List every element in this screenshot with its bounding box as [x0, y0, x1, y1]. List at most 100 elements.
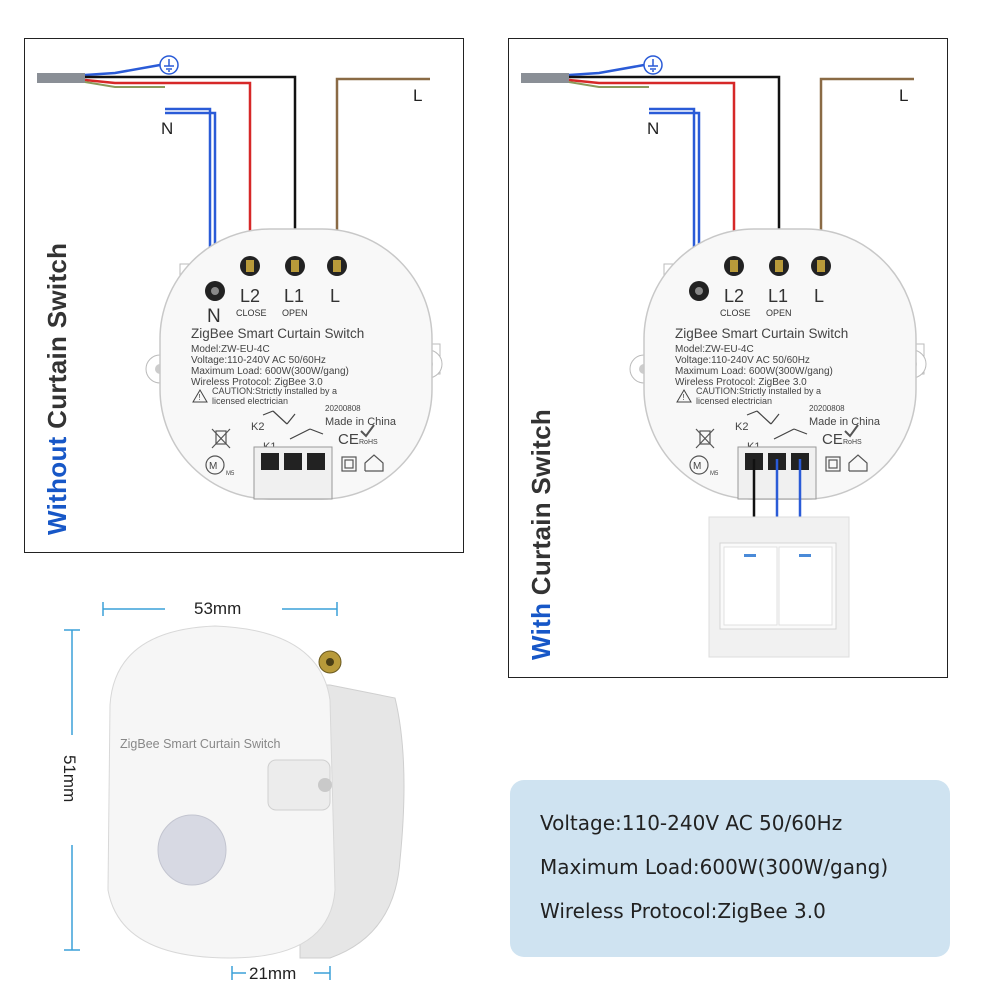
- spec-voltage: Voltage:110-240V AC 50/60Hz: [540, 811, 843, 835]
- panel-label-with: With Curtain Switch: [526, 408, 556, 660]
- module-voltage: Voltage:110-240V AC 50/60Hz: [191, 355, 326, 366]
- neutral-label: N: [161, 119, 173, 138]
- dimension-height: [64, 629, 80, 951]
- ground-icon: [643, 55, 663, 75]
- terminal-l: [811, 256, 831, 276]
- wiring-diagram-without: N L N L2 CLOSE L1 OPEN L: [37, 55, 443, 500]
- product-illustration: 53mm 51mm 21mm ZigBee Smart Curtain Swit…: [60, 599, 405, 983]
- terminal-l-label: L: [330, 286, 340, 306]
- module-protocol: Wireless Protocol: ZigBee 3.0: [191, 377, 323, 388]
- terminal-l2-label: L2: [724, 286, 744, 306]
- product-label: ZigBee Smart Curtain Switch: [120, 737, 281, 751]
- module-date: 20200808: [809, 404, 845, 413]
- switch-terminal-block: [253, 446, 333, 500]
- module-voltage: Voltage:110-240V AC 50/60Hz: [675, 355, 810, 366]
- ce-mark: CE: [822, 431, 843, 448]
- switch-indicator-right: [799, 554, 811, 557]
- svg-text:!: !: [683, 393, 685, 402]
- terminal-l1-label: L1: [768, 286, 788, 306]
- m-mark-icon: [205, 455, 225, 475]
- specs-box: Voltage:110-240V AC 50/60Hz Maximum Load…: [510, 780, 950, 957]
- indoor-use-icon: [825, 456, 841, 472]
- relay-k2-label: K2: [251, 421, 264, 433]
- neutral-label: N: [647, 119, 659, 138]
- module-title: ZigBee Smart Curtain Switch: [675, 326, 848, 341]
- rohs-mark: RoHS: [843, 439, 862, 446]
- rohs-mark: RoHS: [359, 439, 378, 446]
- module-protocol: Wireless Protocol: ZigBee 3.0: [675, 377, 807, 388]
- wall-curtain-switch: [708, 516, 850, 658]
- switch-terminal-block: [737, 446, 817, 500]
- module-load: Maximum Load: 600W(300W/gang): [675, 366, 833, 377]
- wire-neutral-b: [165, 111, 217, 293]
- home-icon: [364, 454, 384, 472]
- wire-live-brown: [819, 77, 914, 261]
- spec-protocol: Wireless Protocol:ZigBee 3.0: [540, 899, 826, 923]
- terminal-l: [327, 256, 347, 276]
- live-label: L: [899, 86, 908, 105]
- warning-icon: !: [676, 389, 692, 403]
- wire-l1-black: [569, 75, 781, 261]
- wire-neutral-b: [649, 111, 701, 293]
- terminal-n: [205, 281, 225, 301]
- module-title: ZigBee Smart Curtain Switch: [191, 326, 364, 341]
- diagram-without-switch: N L N L2 CLOSE L1 OPEN L: [24, 38, 464, 553]
- wire-neutral-a: [165, 107, 212, 293]
- relay-symbol-icon: [746, 410, 808, 440]
- module-load: Maximum Load: 600W(300W/gang): [191, 366, 349, 377]
- indoor-use-icon: [341, 456, 357, 472]
- panel-label-without: Without Curtain Switch: [42, 242, 72, 535]
- check-icon: [844, 424, 859, 438]
- m5-mark: M5: [226, 471, 235, 477]
- terminal-l2-sub: CLOSE: [720, 308, 751, 318]
- terminal-l2: [240, 256, 260, 276]
- wire-live-brown: [335, 77, 430, 261]
- module-model: Model:ZW-EU-4C: [191, 344, 270, 355]
- m5-mark: M5: [710, 471, 719, 477]
- warning-icon: !: [192, 389, 208, 403]
- m-mark: M: [693, 461, 701, 472]
- wire-earth: [568, 81, 649, 88]
- module-model: Model:ZW-EU-4C: [675, 344, 754, 355]
- wire-earth: [84, 81, 165, 88]
- terminal-n: [689, 281, 709, 301]
- weee-bin-icon: [695, 428, 715, 449]
- dimension-height-label: 51mm: [60, 755, 79, 802]
- wire-l2-red: [568, 78, 736, 267]
- switch-indicator-left: [744, 554, 756, 557]
- ground-wire: [84, 63, 161, 77]
- relay-k2-label: K2: [735, 421, 748, 433]
- module-made-in: Made in China: [325, 416, 397, 428]
- wire-l2-red: [84, 78, 252, 267]
- dimension-width: [102, 602, 338, 616]
- dimension-width-label: 53mm: [194, 599, 241, 618]
- module-caution-1: CAUTION:Strictly installed by a: [696, 386, 821, 396]
- terminal-l-label: L: [814, 286, 824, 306]
- terminal-l1-label: L1: [284, 286, 304, 306]
- module-caution-2: licensed electrician: [212, 396, 288, 406]
- relay-symbol-icon: [262, 410, 324, 440]
- terminal-l1: [285, 256, 305, 276]
- module-caution-2: licensed electrician: [696, 396, 772, 406]
- dimension-depth-label: 21mm: [249, 964, 296, 983]
- module-caution-1: CAUTION:Strictly installed by a: [212, 386, 337, 396]
- ground-icon: [159, 55, 179, 75]
- check-icon: [360, 424, 375, 438]
- product-device: [107, 625, 405, 959]
- terminal-l2-label: L2: [240, 286, 260, 306]
- spec-load: Maximum Load:600W(300W/gang): [540, 855, 889, 879]
- ce-mark: CE: [338, 431, 359, 448]
- wire-neutral-a: [649, 107, 696, 293]
- terminal-l1: [769, 256, 789, 276]
- weee-bin-icon: [211, 428, 231, 449]
- live-label: L: [413, 86, 422, 105]
- home-icon: [848, 454, 868, 472]
- module-date: 20200808: [325, 404, 361, 413]
- module-made-in: Made in China: [809, 416, 881, 428]
- m-mark: M: [209, 461, 217, 472]
- terminal-l2-sub: CLOSE: [236, 308, 267, 318]
- m-mark-icon: [689, 455, 709, 475]
- terminal-l1-sub: OPEN: [766, 308, 792, 318]
- ground-wire: [568, 63, 645, 77]
- diagram-with-switch: N L L2 CLOSE L1 OPEN L ZigBee Smart Curt…: [508, 38, 948, 678]
